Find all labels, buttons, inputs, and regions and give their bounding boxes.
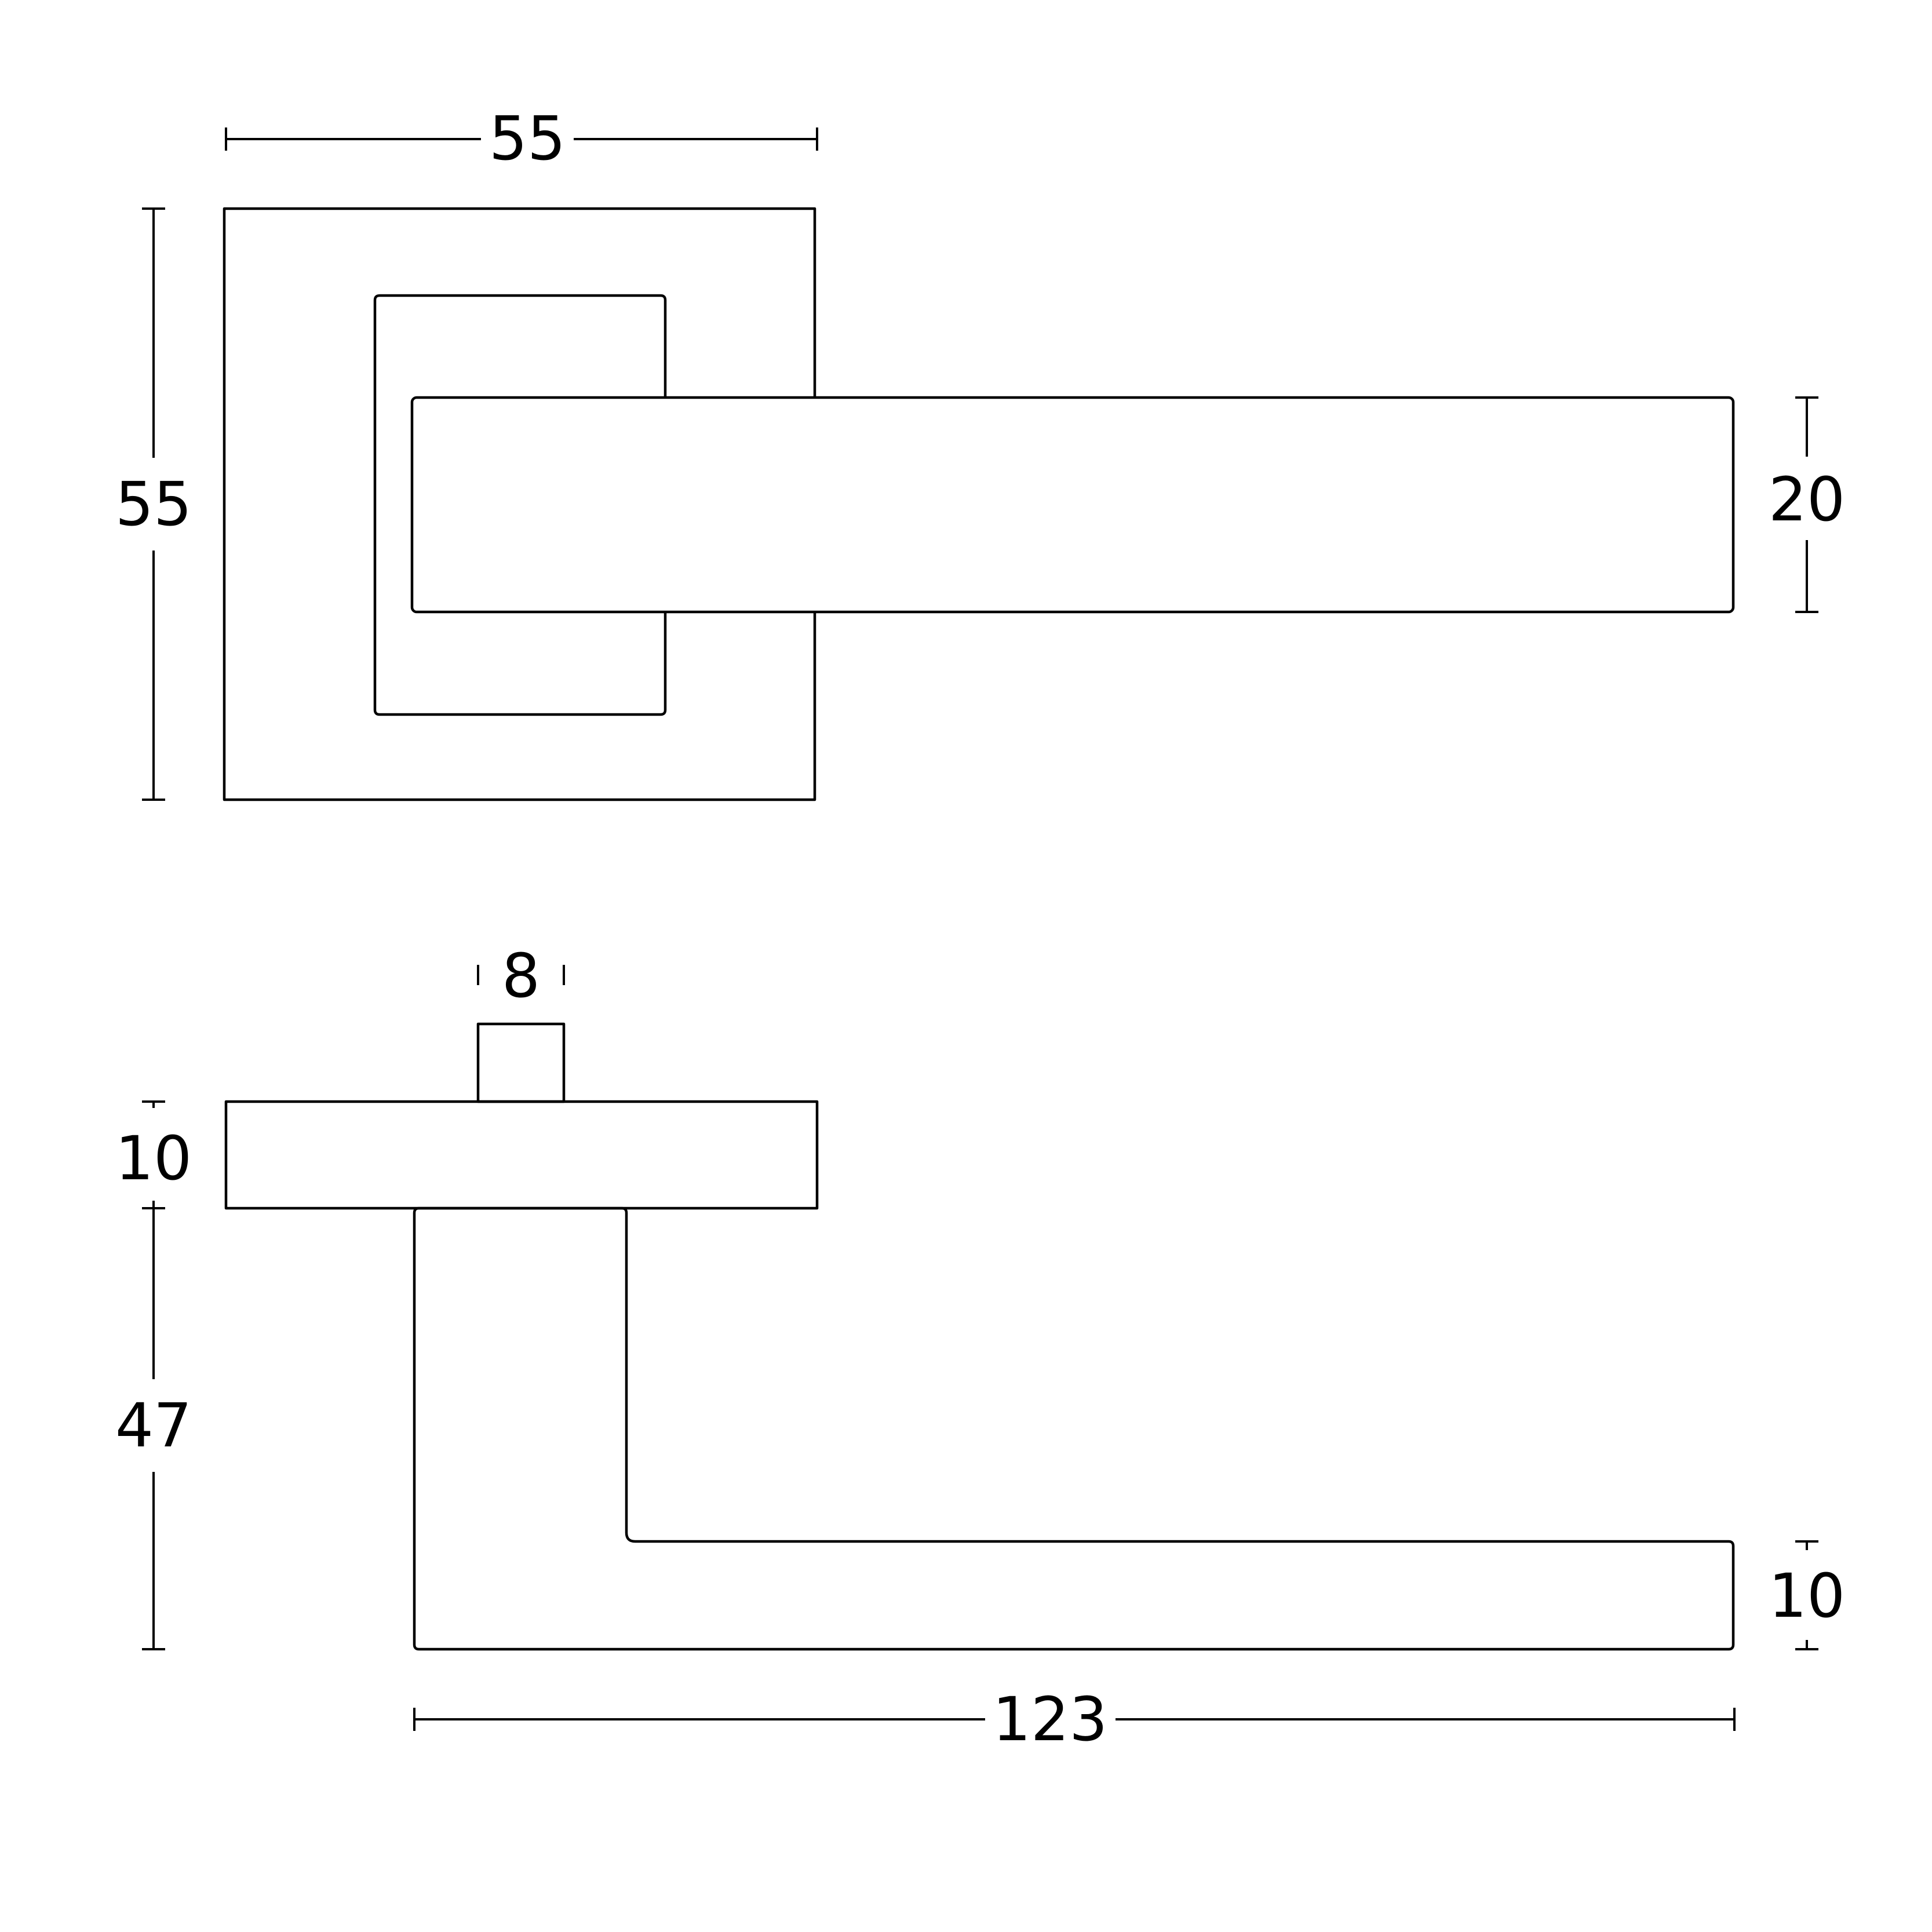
dim-rose-height: 55 [115, 207, 192, 801]
dim-spindle-size-label: 8 [502, 941, 540, 1011]
side-view: 8 10 47 10 [115, 941, 1845, 1755]
lever-side [413, 1206, 1735, 1651]
spindle [476, 1022, 566, 1103]
top-view: 55 55 20 [115, 103, 1845, 801]
dim-lever-length: 123 [413, 1684, 1736, 1755]
dim-rose-depth-label: 10 [115, 1123, 192, 1194]
inner-square-outline [373, 294, 667, 716]
dim-spindle-size: 8 [477, 941, 565, 1011]
dim-rose-height-label: 55 [115, 469, 192, 539]
dim-lever-length-label: 123 [993, 1684, 1108, 1755]
dim-rose-width-label: 55 [489, 103, 566, 174]
dim-lever-thickness-label: 20 [1769, 464, 1845, 535]
dim-lever-projection-label: 47 [115, 1390, 192, 1461]
dim-lever-end-thickness-label: 10 [1769, 1561, 1845, 1631]
rose-side [224, 1100, 819, 1210]
dim-lever-thickness: 20 [1769, 396, 1845, 613]
dim-lever-projection: 47 [115, 1208, 192, 1650]
dim-rose-depth: 10 [115, 1100, 192, 1209]
dim-rose-width: 55 [225, 103, 818, 174]
lever-bar [410, 396, 1735, 614]
rose-outline [223, 207, 816, 801]
dim-lever-end-thickness: 10 [1769, 1540, 1845, 1650]
